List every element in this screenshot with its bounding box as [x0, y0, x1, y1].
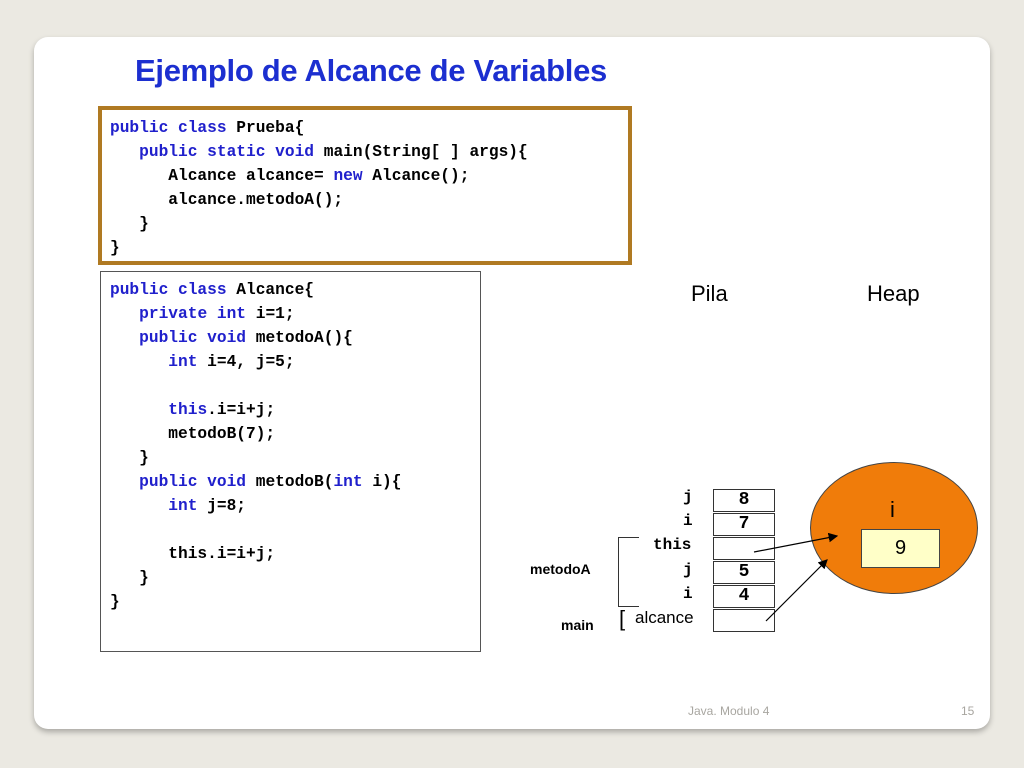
stack-name-i-metodoA: i — [683, 585, 693, 603]
code-box-prueba: public class Prueba{ public static void … — [98, 106, 632, 265]
stack-title: Pila — [691, 281, 728, 306]
heap-title: Heap — [867, 281, 920, 306]
stack-name-this: this — [653, 536, 692, 554]
code-keyword: public static void — [139, 143, 315, 161]
stack-cell-this — [713, 537, 775, 560]
heap-object — [810, 462, 978, 594]
stack-name-j-metodoB: j — [683, 488, 693, 506]
code-text: } — [110, 239, 120, 257]
code-keyword: public void — [139, 329, 247, 347]
frame-label-main: main — [561, 617, 594, 633]
stack-name-i-metodoB: i — [683, 512, 693, 530]
frame-bracket-main: [ — [619, 606, 626, 631]
page-number: 15 — [961, 704, 975, 718]
code-keyword: int — [168, 353, 198, 371]
code-keyword: this — [168, 401, 208, 419]
code-text: } — [110, 449, 149, 467]
slide: Ejemplo de Alcance de Variables public c… — [34, 37, 990, 729]
code-text — [110, 305, 139, 323]
code-text: j=8; — [197, 497, 247, 515]
code-box-alcance: public class Alcance{ private int i=1; p… — [100, 271, 481, 652]
code-text — [110, 143, 139, 161]
slide-title: Ejemplo de Alcance de Variables — [135, 53, 607, 88]
code-keyword: int — [168, 497, 198, 515]
code-text: } — [110, 593, 120, 611]
code-keyword: public void — [139, 473, 247, 491]
frame-label-metodoA: metodoA — [530, 561, 591, 577]
code-text: .i=i+j; — [207, 401, 276, 419]
code-text — [110, 353, 168, 371]
code-text: main(String[ ] args){ — [314, 143, 528, 161]
code-alcance: public class Alcance{ private int i=1; p… — [110, 278, 401, 614]
heap-field-value: 9 — [861, 529, 940, 568]
code-text: metodoB(7); — [110, 425, 276, 443]
code-keyword: public class — [110, 281, 227, 299]
stack-cell-j-metodoA: 5 — [713, 561, 775, 584]
code-keyword: int — [333, 473, 363, 491]
code-text — [110, 497, 168, 515]
code-text: i){ — [362, 473, 402, 491]
code-text: i=4, j=5; — [197, 353, 295, 371]
frame-bracket-metodoA — [618, 537, 639, 607]
code-text: } — [110, 215, 149, 233]
footer-text: Java. Modulo 4 — [688, 704, 770, 718]
stack-cell-j-metodoB: 8 — [713, 489, 775, 512]
stack-cell-alcance — [713, 609, 775, 632]
code-text: Alcance alcance= — [110, 167, 334, 185]
code-text — [110, 401, 168, 419]
code-keyword: new — [333, 167, 363, 185]
code-text: metodoB( — [246, 473, 334, 491]
code-text: } — [110, 569, 149, 587]
code-text: Alcance{ — [226, 281, 315, 299]
stack-cell-i-metodoB: 7 — [713, 513, 775, 536]
code-text: Alcance(); — [362, 167, 470, 185]
code-text: Prueba{ — [226, 119, 305, 137]
code-text: i=1; — [246, 305, 295, 323]
code-text: metodoA(){ — [246, 329, 353, 347]
stack-cell-i-metodoA: 4 — [713, 585, 775, 608]
stack-name-j-metodoA: j — [683, 561, 693, 579]
heap-field-name: i — [890, 497, 895, 522]
code-text: alcance.metodoA(); — [110, 191, 344, 209]
code-text: this.i=i+j; — [110, 545, 276, 563]
code-text — [110, 329, 139, 347]
alcance-reference-arrow — [765, 559, 828, 622]
code-text — [110, 473, 139, 491]
code-keyword: private int — [139, 305, 247, 323]
code-prueba: public class Prueba{ public static void … — [110, 116, 528, 260]
code-keyword: public class — [110, 119, 227, 137]
stack-name-alcance: alcance — [635, 608, 694, 627]
